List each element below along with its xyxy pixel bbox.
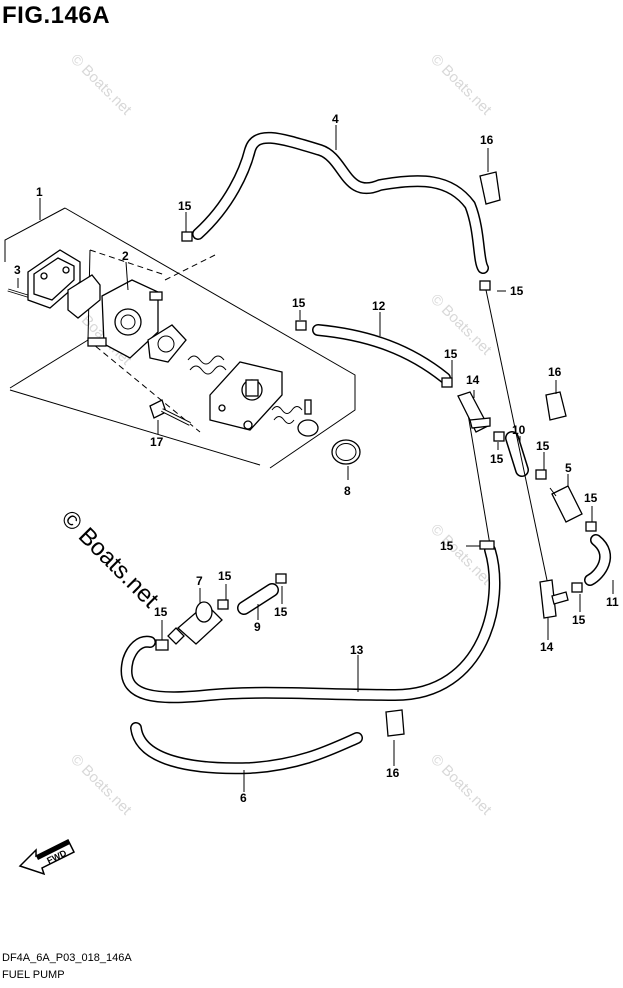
hose-9 (237, 583, 279, 615)
pump-lower-case (209, 361, 319, 437)
watermark: © Boats.net (67, 51, 135, 119)
hose-13 (120, 544, 501, 704)
clamp-parts (155, 231, 597, 651)
fuel-filter (549, 485, 583, 523)
watermark: © Boats.net (427, 751, 495, 819)
callout-8: 8 (344, 484, 351, 498)
callout-15: 15 (444, 347, 458, 361)
callout-14: 14 (540, 640, 554, 654)
callout-15: 15 (274, 605, 288, 619)
callout-15: 15 (490, 452, 504, 466)
pump-assembly-outline (4, 207, 356, 469)
callout-15: 15 (440, 539, 454, 553)
hose-11 (584, 534, 612, 586)
callout-3: 3 (14, 263, 21, 277)
callout-9: 9 (254, 620, 261, 634)
callout-15: 15 (510, 284, 524, 298)
leader-lines (17, 125, 614, 792)
watermark: © Boats.net (427, 51, 495, 119)
hose-4 (192, 131, 489, 274)
figure-title: FIG.146A (2, 2, 111, 29)
watermark: © Boats.net (427, 521, 495, 589)
callout-15: 15 (292, 296, 306, 310)
figure-code: DF4A_6A_P03_018_146A (2, 952, 132, 964)
hose-10 (505, 431, 529, 477)
callout-14: 14 (466, 373, 480, 387)
callout-15: 15 (584, 491, 598, 505)
callout-7: 7 (196, 574, 203, 588)
hose-12 (312, 324, 451, 384)
callout-15: 15 (154, 605, 168, 619)
watermark-large: © Boats.net (56, 505, 164, 613)
bolt-part (149, 399, 191, 426)
callout-15: 15 (536, 439, 550, 453)
pump-cover (27, 249, 101, 319)
callout-10: 10 (512, 423, 526, 437)
callout-15: 15 (178, 199, 192, 213)
t-joint-parts (457, 391, 569, 619)
callout-13: 13 (350, 643, 364, 657)
callout-1: 1 (36, 185, 43, 199)
callout-16: 16 (548, 365, 562, 379)
callout-2: 2 (122, 249, 129, 263)
callout-4: 4 (332, 112, 339, 126)
pump-body (87, 279, 187, 363)
callout-15: 15 (572, 613, 586, 627)
watermark: © Boats.net (67, 751, 135, 819)
callout-6: 6 (240, 791, 247, 805)
fwd-arrow-icon: FWD (18, 838, 76, 876)
callout-11: 11 (606, 595, 619, 609)
callout-15: 15 (218, 569, 232, 583)
callout-5: 5 (565, 461, 572, 475)
callout-12: 12 (372, 299, 386, 313)
figure-name: FUEL PUMP (2, 969, 65, 981)
callout-16: 16 (480, 133, 494, 147)
watermark: © Boats.net (427, 291, 495, 359)
clip-parts (385, 171, 567, 737)
fuel-line (465, 289, 549, 586)
hose-6 (130, 722, 363, 775)
callout-17: 17 (150, 435, 164, 449)
spring-part (187, 355, 303, 424)
callout-16: 16 (386, 766, 400, 780)
callout-labels: 1 2 3 4 5 6 7 8 9 10 11 12 13 14 14 15 1… (14, 112, 619, 805)
watermark-group: © Boats.net © Boats.net © Boats.net © Bo… (56, 51, 496, 819)
filter-7 (167, 601, 223, 645)
